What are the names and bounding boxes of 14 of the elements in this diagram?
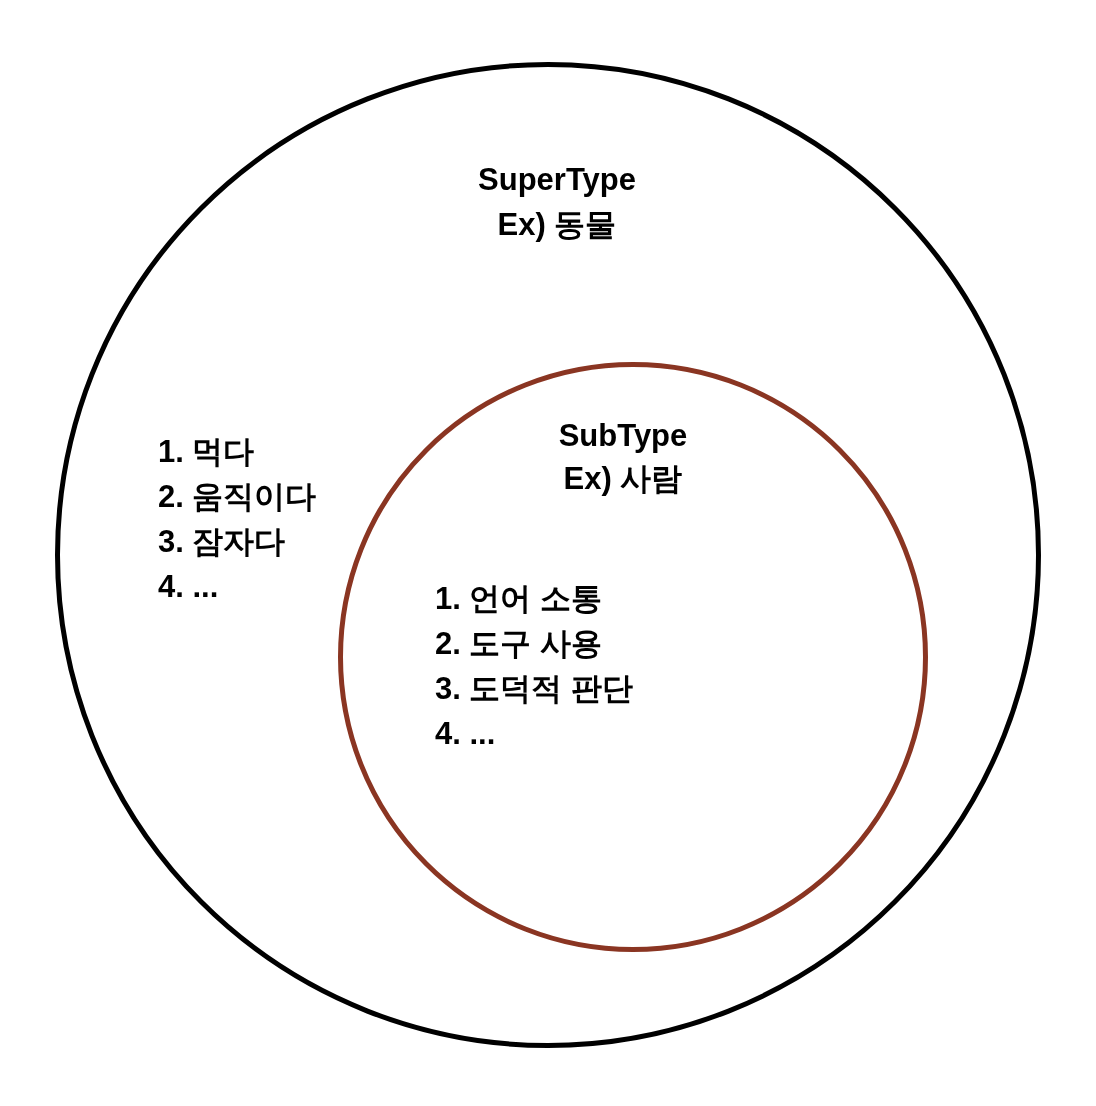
list-item: 1. 언어 소통: [435, 581, 603, 617]
list-item: 2. 움직이다: [158, 479, 317, 515]
inner-circle: [338, 362, 928, 952]
type-heading: SuperType: [478, 162, 636, 198]
list-item: 1. 먹다: [158, 434, 255, 470]
list-item: 3. 잠자다: [158, 524, 286, 560]
example-label: Ex) 동물: [497, 207, 617, 243]
list-item: 4. ...: [435, 716, 496, 752]
outer-circle: [55, 62, 1041, 1048]
type-heading: SubType: [558, 418, 688, 454]
list-item: 2. 도구 사용: [435, 626, 603, 662]
list-item: 3. 도덕적 판단: [435, 671, 634, 707]
example-label: Ex) 사람: [563, 461, 683, 497]
list-item: 4. ...: [158, 569, 219, 605]
